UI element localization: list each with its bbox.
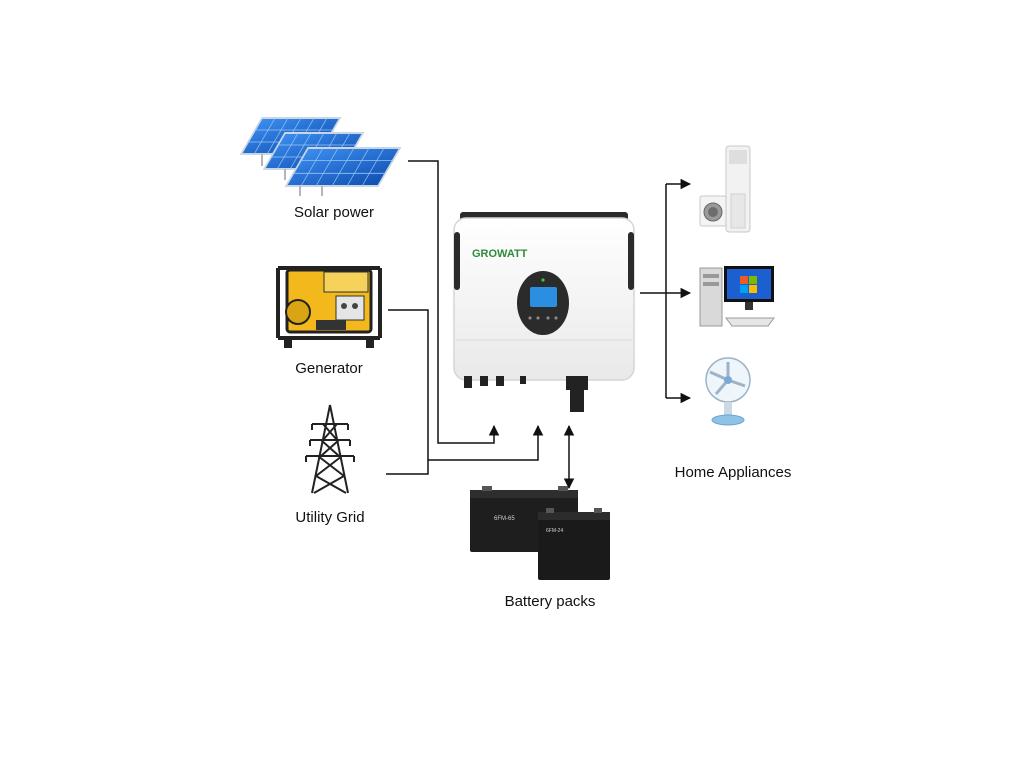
electric-fan-icon [705, 357, 751, 426]
solar-panel-icon [239, 117, 402, 196]
solar-line [408, 160, 500, 444]
transmission-tower-icon [305, 404, 355, 494]
generator-line [388, 309, 429, 460]
inverter-unit: GROWATT [453, 212, 635, 412]
connection-lines [386, 160, 692, 490]
battery-icon: 6FM-65 6FM-24 [470, 486, 610, 580]
grid-line [386, 424, 544, 475]
battery-packs-label: Battery packs [504, 593, 596, 610]
load-trunk [640, 184, 667, 398]
inverter-brand-text: GROWATT [472, 248, 528, 260]
solar-power-label: Solar power [293, 204, 375, 221]
utility-grid-label: Utility Grid [295, 509, 365, 526]
air-conditioner-washer-icon [699, 145, 751, 233]
battery-1-text: 6FM-65 [494, 516, 515, 522]
desktop-computer-icon [699, 266, 775, 327]
inverter-display [517, 271, 569, 335]
home-appliances-label: Home Appliances [674, 464, 792, 481]
generator-icon [276, 266, 382, 348]
battery-2-text: 6FM-24 [546, 528, 563, 534]
generator-label: Generator [295, 360, 363, 377]
inverter-ports [464, 376, 588, 412]
